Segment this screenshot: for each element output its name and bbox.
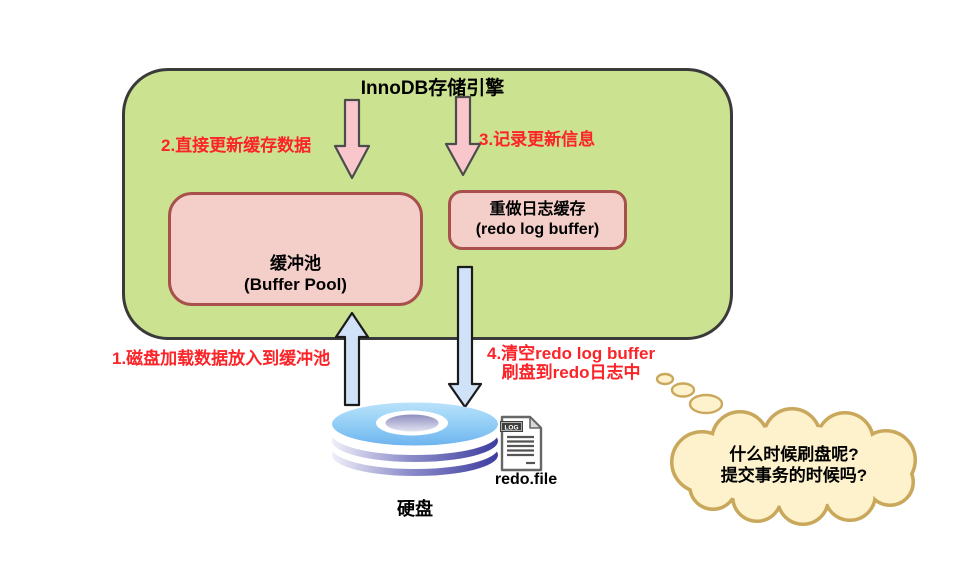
redo-log-buffer-node: 重做日志缓存 (redo log buffer) xyxy=(448,190,627,250)
step1-label: 1.磁盘加载数据放入到缓冲池 xyxy=(112,349,331,368)
step2-label: 2.直接更新缓存数据 xyxy=(161,136,312,155)
thought-line1: 什么时候刷盘呢? xyxy=(729,445,859,464)
svg-text:LOG: LOG xyxy=(504,425,518,432)
step3-label: 3.记录更新信息 xyxy=(479,130,596,149)
step4-label: 4.清空redo log buffer 刷盘到redo日志中 xyxy=(487,344,655,382)
buffer-pool-name-en: (Buffer Pool) xyxy=(244,275,347,294)
buffer-pool-node: 缓冲池 (Buffer Pool) xyxy=(168,192,423,306)
redo-file-label: redo.file xyxy=(494,471,558,488)
redo-buffer-name-en: (redo log buffer) xyxy=(475,221,600,238)
document-text-lines xyxy=(507,435,535,465)
step4-line1: 4.清空redo log buffer xyxy=(487,344,656,363)
buffer-pool-name-cn: 缓冲池 xyxy=(270,254,321,273)
thought-line2: 提交事务的时候吗? xyxy=(720,466,868,485)
thought-trail xyxy=(655,372,724,415)
redo-file-icon: LOG xyxy=(500,415,543,472)
hard-disk-icon xyxy=(332,402,498,476)
thought-bubble-text: 什么时候刷盘呢? 提交事务的时候吗? xyxy=(683,444,905,486)
redo-buffer-name-cn: 重做日志缓存 xyxy=(489,201,586,218)
diagram-title: InnoDB存储引擎 xyxy=(360,78,505,99)
hard-disk-label: 硬盘 xyxy=(397,499,433,519)
step4-line2: 刷盘到redo日志中 xyxy=(501,363,641,382)
log-badge: LOG xyxy=(500,421,523,432)
